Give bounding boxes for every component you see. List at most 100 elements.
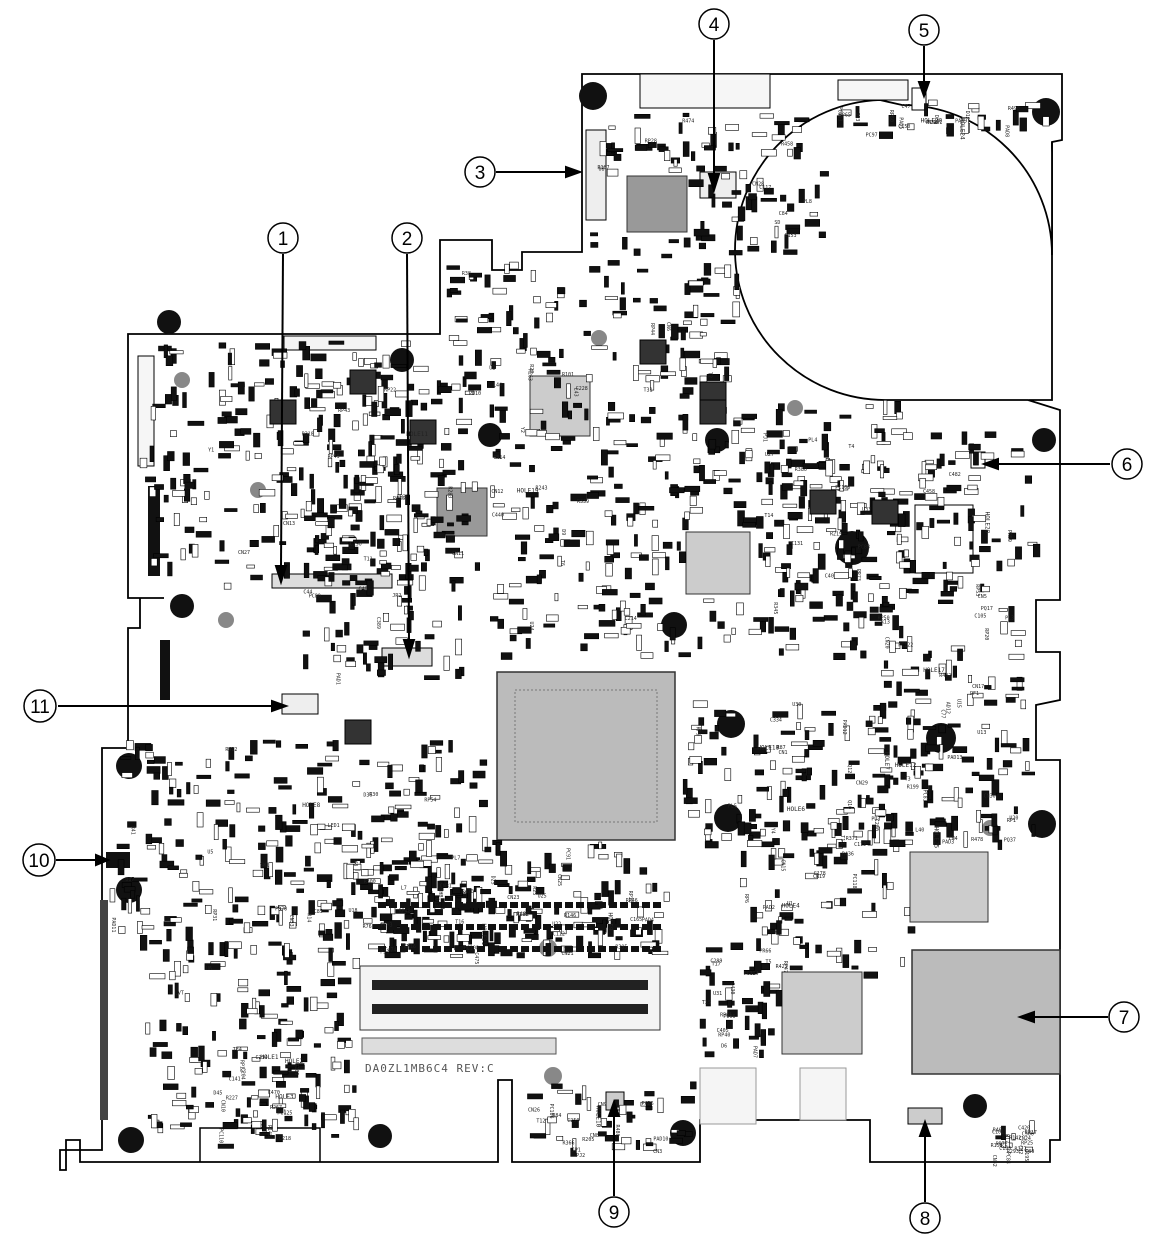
smd-component [804,219,820,227]
smd-component [760,828,766,837]
component-label: JP2 [392,593,401,599]
smd-component [781,904,793,911]
smd-component [440,443,452,451]
resistor-pack [499,924,507,930]
smd-component [840,852,848,861]
component-label: PC80 [309,594,321,600]
component-label: T6 [559,560,565,566]
smd-component [266,840,279,847]
component-label: R41 [130,826,136,835]
smd-component [924,459,934,465]
smd-component [374,362,382,368]
smd-component [246,564,255,569]
smd-component [978,774,995,781]
smd-component [172,490,186,497]
smd-component [620,626,631,635]
smd-component [500,850,507,867]
component-label: PR66 [759,948,771,954]
smd-component [251,1095,259,1100]
smd-component [899,625,904,639]
smd-component [320,389,334,394]
smd-component [474,349,482,366]
smd-component [590,242,599,248]
smd-component [314,842,321,854]
smd-component [298,1094,306,1102]
smd-component [512,327,519,335]
connector-top-right [837,79,909,101]
smd-component [786,567,791,578]
component-label: PC100 [835,485,850,491]
smd-component [821,433,828,451]
smd-component [228,887,233,903]
smd-component [1014,639,1022,647]
smd-component [984,699,998,706]
smd-component [456,934,470,942]
smd-component [317,498,324,515]
smd-component [311,1123,317,1130]
component-label: C135 [999,1146,1011,1152]
smd-component [903,549,909,558]
smd-component [371,906,377,918]
resistor-pack [532,902,540,908]
smd-component [351,882,356,895]
smd-component [449,931,455,949]
smd-component [612,312,622,319]
smd-component [361,869,369,877]
smd-component [756,472,763,483]
smd-component [812,739,825,747]
svg-text:9: 9 [609,1203,620,1224]
component-label: C389 [375,617,381,629]
smd-component [682,112,690,117]
smd-component [741,413,757,419]
smd-component [520,541,528,555]
smd-component [733,1038,740,1049]
smd-component [606,148,624,153]
component-label: C48 [359,587,368,593]
smd-component [938,724,946,734]
smd-component [961,117,969,134]
smd-component [420,562,427,572]
smd-component [607,412,624,420]
smd-component [335,402,347,409]
smd-component [737,206,746,222]
smd-component [390,623,405,631]
connector-left-3 [160,640,170,700]
smd-component [942,561,947,569]
smd-component [329,600,336,614]
component-label: Y3 [352,860,358,866]
smd-component [536,430,547,437]
smd-component [437,475,445,486]
smd-component [806,767,812,776]
smd-component [601,881,609,897]
smd-component [345,1040,353,1048]
smd-component [774,626,790,632]
smd-component [332,1061,342,1070]
component-label: CN12 [491,489,503,495]
smd-component [1025,1146,1033,1152]
smd-component [614,880,621,895]
smd-component [278,785,292,790]
smd-component [366,455,375,463]
smd-component [388,806,395,814]
smd-component [905,717,912,725]
smd-component [739,170,748,180]
resistor-pack [521,902,529,908]
component-label: PC125 [277,1111,292,1117]
smd-component [321,1112,325,1129]
smd-component [390,764,403,772]
smd-component [229,824,236,838]
component-label: C101 [992,1130,1004,1136]
smd-component [996,792,1004,801]
smd-component [694,735,702,744]
smd-component [251,1057,261,1062]
smd-component [888,115,897,127]
smd-component [828,722,834,736]
smd-component [326,879,331,888]
smd-component [703,145,716,151]
smd-component [981,723,991,729]
smd-component [570,493,587,502]
smd-component [448,335,460,341]
callout-markers: 1 2 3 4 5 6 7 8 9 10 11 [22,8,1143,1234]
smd-component [882,601,890,607]
smd-component [525,638,531,649]
